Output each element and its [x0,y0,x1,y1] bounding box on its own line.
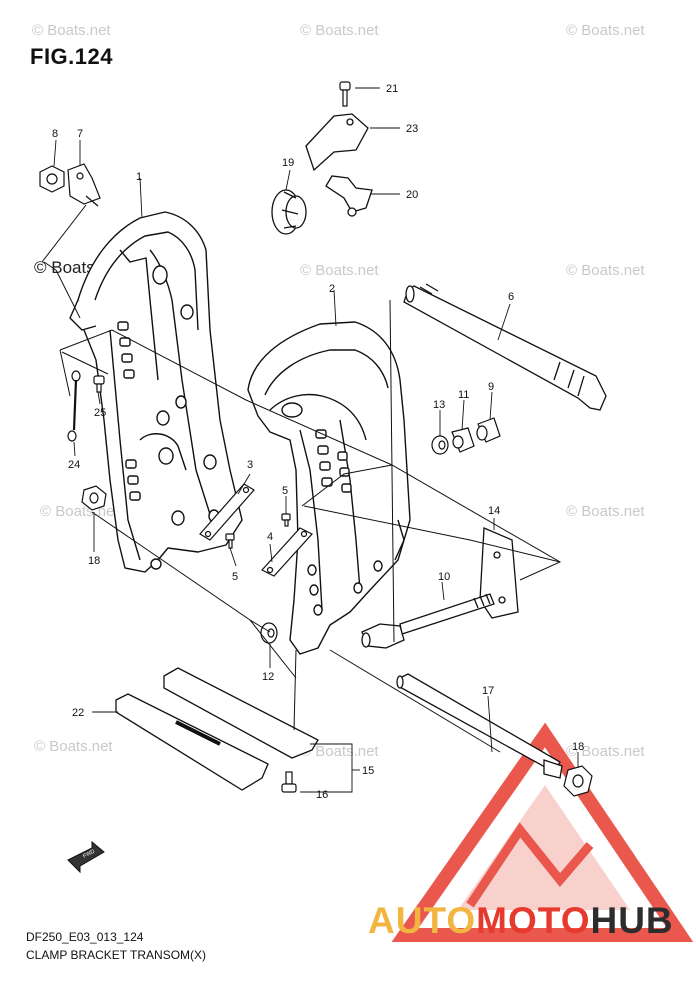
callout-16: 16 [316,789,328,801]
callout-25: 25 [94,407,106,419]
nut-8 [39,165,65,193]
callout-10: 10 [438,571,450,583]
callout-18a: 18 [572,741,584,753]
watermark: © Boats.net [566,262,645,279]
callout-12: 12 [262,671,274,683]
callout-17: 17 [482,685,494,697]
brand-part-auto: AUTO [368,900,477,941]
bracket-23 [305,113,369,172]
callout-6: 6 [508,291,514,303]
watermark: © Boats.net [300,743,379,760]
ground-wire-24 [67,370,81,442]
reference-lines [41,204,562,753]
figure-code: DF250_E03_013_124 [26,930,144,944]
brand-part-moto: MOTO [476,900,591,941]
watermark: © Boats.net [566,503,645,520]
watermark: © Boats.net [300,262,379,279]
callout-18b: 18 [88,555,100,567]
clamp-bracket-right [247,321,411,655]
bolt-17 [396,673,563,779]
plate-7 [67,163,101,207]
callout-15: 15 [362,765,374,777]
tilt-tube-shaft [403,283,607,411]
callout-8: 8 [52,128,58,140]
watermark: © Boats.net [566,743,645,760]
callout-19: 19 [282,157,294,169]
watermark: © Boats.net [300,22,379,39]
collar-11 [451,427,475,453]
callout-14: 14 [488,505,500,517]
washer-12 [260,622,278,644]
clamp-bracket-left [69,211,243,573]
callout-23: 23 [406,123,418,135]
callout-24: 24 [68,459,80,471]
bolt-5a [225,533,235,549]
brand-part-hub: HUB [590,900,674,941]
callout-5a: 5 [232,571,238,583]
callout-4: 4 [267,531,273,543]
anode-4 [261,527,313,577]
spacer-15 [163,667,319,759]
bolt-21 [339,81,351,107]
callout-9: 9 [488,381,494,393]
watermark: © Boats.net [566,22,645,39]
nut-18-left [81,485,107,511]
brand-wordmark: AUTOMOTOHUB [368,900,674,942]
callout-13: 13 [433,399,445,411]
brand-logo-triangle [391,722,694,942]
anode-3 [199,483,255,541]
nut-18-lower [563,765,593,797]
callout-2: 2 [329,283,335,295]
bolt-25 [93,375,105,393]
bolt-5b [281,513,291,527]
bushing-9 [476,417,501,443]
grommet-19 [271,189,307,235]
bolt-10 [361,593,495,649]
fwd-label: FWD [82,849,96,860]
callout-7: 7 [77,128,83,140]
callout-1: 1 [136,171,142,183]
watermark: © Boats.net [32,22,111,39]
figure-name: CLAMP BRACKET TRANSOM(X) [26,948,207,962]
callout-21: 21 [386,83,398,95]
callout-11: 11 [458,389,469,401]
figure-title: FIG.124 [30,44,113,69]
leader-lines [53,87,579,793]
plate-20 [325,175,373,217]
callout-22: 22 [72,707,84,719]
callout-3: 3 [247,459,253,471]
bolt-16 [281,771,297,793]
callout-5b: 5 [282,485,288,497]
washer-13 [431,435,449,455]
callout-20: 20 [406,189,418,201]
watermark: © Boats.net [34,738,113,755]
fwd-arrow-icon: FWD [67,840,105,874]
